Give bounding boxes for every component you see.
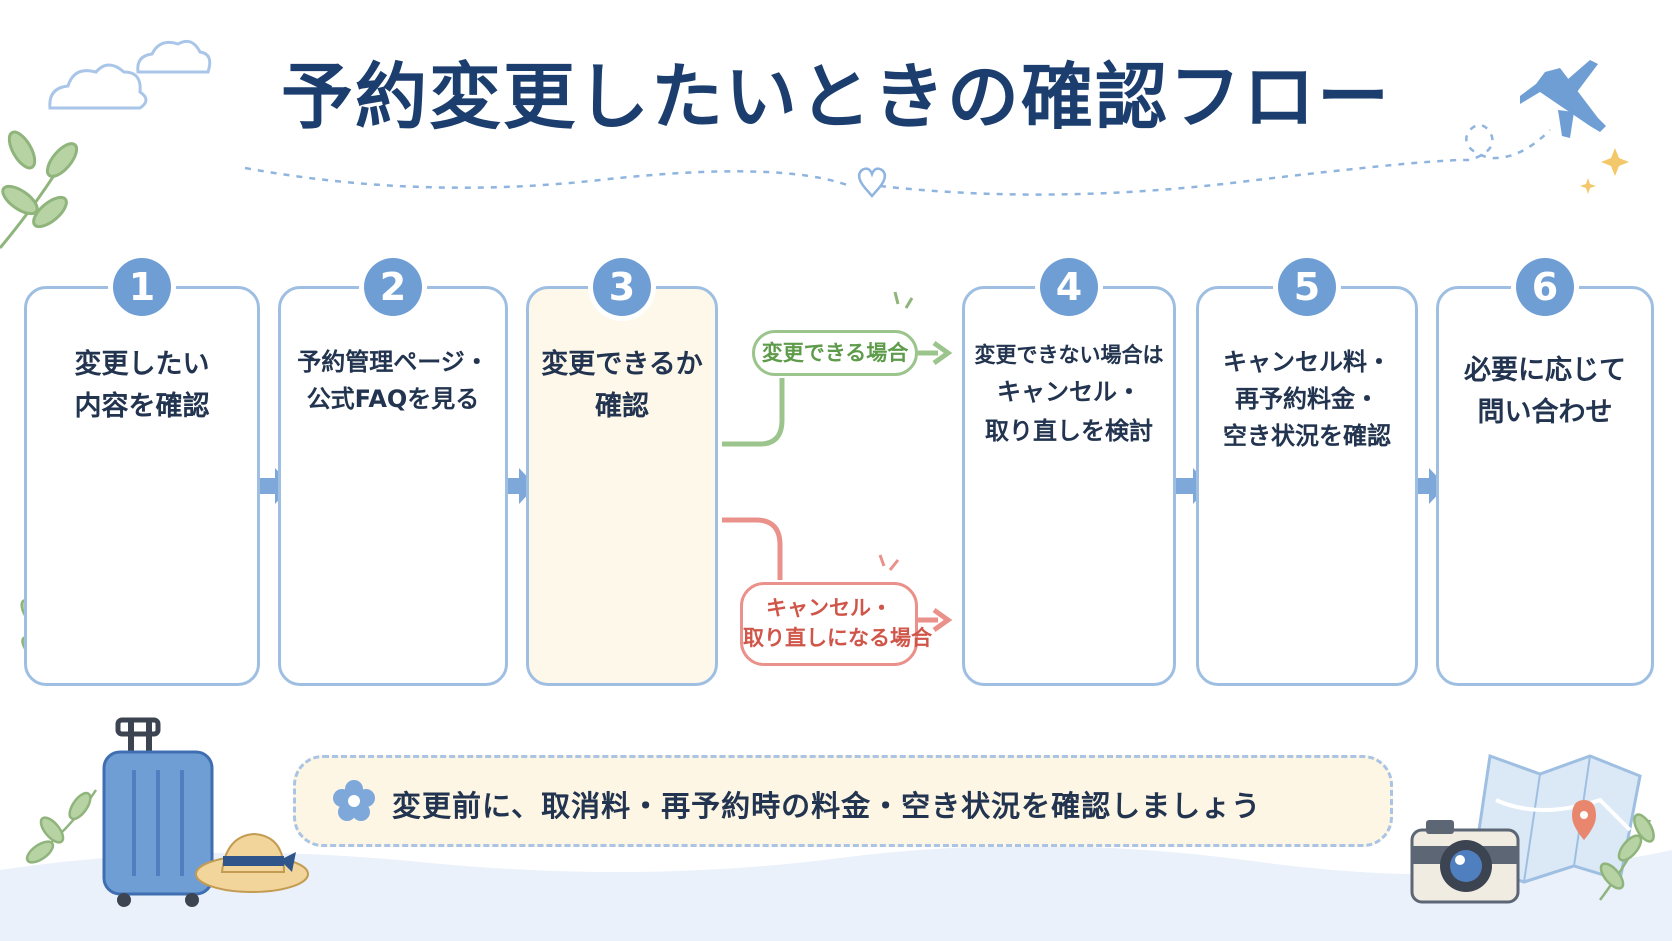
sun-hat-icon: [195, 832, 309, 893]
step-label: 変更できるか 確認: [526, 344, 718, 428]
step-number-badge: 5: [1278, 258, 1336, 316]
heart-icon: [857, 167, 887, 198]
reminder-text: 変更前に、取消料・再予約時の料金・空き状況を確認しましょう: [392, 789, 1262, 823]
dotted-path: [244, 123, 1551, 196]
flower-icon: [333, 780, 375, 821]
step-label-line: 内容を確認: [74, 390, 210, 422]
branch-label-line: 取り直しになる場合: [743, 626, 932, 651]
step-card-5: [1196, 286, 1418, 686]
step-label: 予約管理ページ・ 公式FAQを見る: [278, 344, 508, 418]
step-number-badge: 1: [113, 258, 171, 316]
leaf-icon: [0, 130, 79, 249]
step-card-2: [278, 286, 508, 686]
step-label-line: 問い合わせ: [1477, 396, 1613, 428]
step-card-1: [24, 286, 260, 686]
step-label-line: 予約管理ページ・: [297, 348, 489, 376]
step-card-3: [526, 286, 718, 686]
step-label-line: キャンセル・: [997, 377, 1141, 406]
step-card-4: [962, 286, 1176, 686]
leaf-icon: [25, 789, 98, 864]
branch-label-line: キャンセル・: [766, 596, 892, 620]
step-card-6: [1436, 286, 1654, 686]
step-label-line: キャンセル料・: [1223, 348, 1391, 376]
airplane-icon: [1520, 60, 1606, 138]
leaf-icon: [1598, 813, 1655, 901]
camera-icon: [1410, 820, 1520, 904]
branch-label-cancel-rebook: キャンセル・ 取り直しになる場合: [740, 582, 932, 666]
step-label-line: 再予約料金・: [1235, 385, 1379, 414]
sparkle-icon: [1580, 148, 1629, 194]
page-title: 予約変更したいときの確認フロー: [280, 55, 1391, 139]
branch-line-green: [722, 378, 785, 447]
step-number-badge: 4: [1040, 258, 1098, 316]
step-label-line: 公式FAQを見る: [306, 385, 480, 414]
branch-line-red: [722, 517, 783, 580]
step-label: 変更できない場合は キャンセル・ 取り直しを検討: [962, 338, 1176, 452]
step-label-line: 取り直しを検討: [985, 417, 1153, 446]
step-number-badge: 2: [364, 258, 422, 316]
step-label-line: 変更できない場合は: [974, 343, 1164, 367]
suitcase-icon: [102, 717, 214, 907]
step-label: 変更したい 内容を確認: [24, 344, 260, 428]
step-label-line: 変更したい: [74, 349, 210, 380]
step-number-badge: 6: [1516, 258, 1574, 316]
branch-label-can-change: 変更できる場合: [752, 330, 918, 376]
step-label-line: 必要に応じて: [1464, 355, 1626, 386]
step-label-line: 確認: [595, 390, 649, 422]
bottom-wave: [0, 845, 1672, 941]
step-label-line: 変更できるか: [541, 349, 703, 380]
step-label: キャンセル料・ 再予約料金・ 空き状況を確認: [1196, 344, 1418, 456]
cloud-icon: [136, 39, 212, 74]
step-label: 必要に応じて 問い合わせ: [1436, 350, 1654, 434]
step-label-line: 空き状況を確認: [1223, 422, 1391, 451]
step-number-badge: 3: [593, 258, 651, 316]
reminder-note: [293, 755, 1393, 847]
cloud-icon: [48, 63, 148, 110]
